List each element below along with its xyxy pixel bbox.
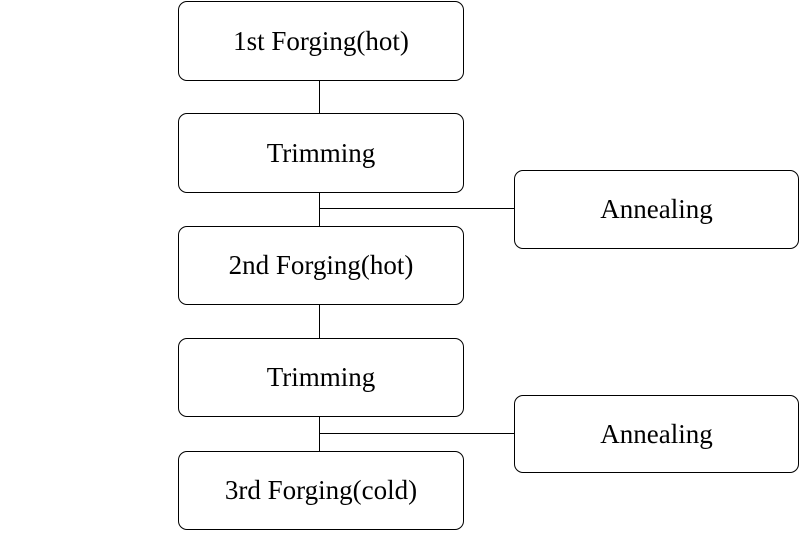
step-trimming-1: Trimming xyxy=(178,113,464,193)
connector-1-2 xyxy=(319,80,320,113)
connector-2-3 xyxy=(319,192,320,226)
side-step-annealing-2: Annealing xyxy=(514,395,799,473)
side-step-annealing-1: Annealing xyxy=(514,170,799,249)
step-1st-forging: 1st Forging(hot) xyxy=(178,1,464,81)
step-3rd-forging: 3rd Forging(cold) xyxy=(178,451,464,530)
step-trimming-2: Trimming xyxy=(178,338,464,417)
connector-3-4 xyxy=(319,304,320,338)
branch-annealing-2 xyxy=(320,433,515,434)
branch-annealing-1 xyxy=(320,208,515,209)
connector-4-5 xyxy=(319,416,320,451)
step-2nd-forging: 2nd Forging(hot) xyxy=(178,226,464,305)
